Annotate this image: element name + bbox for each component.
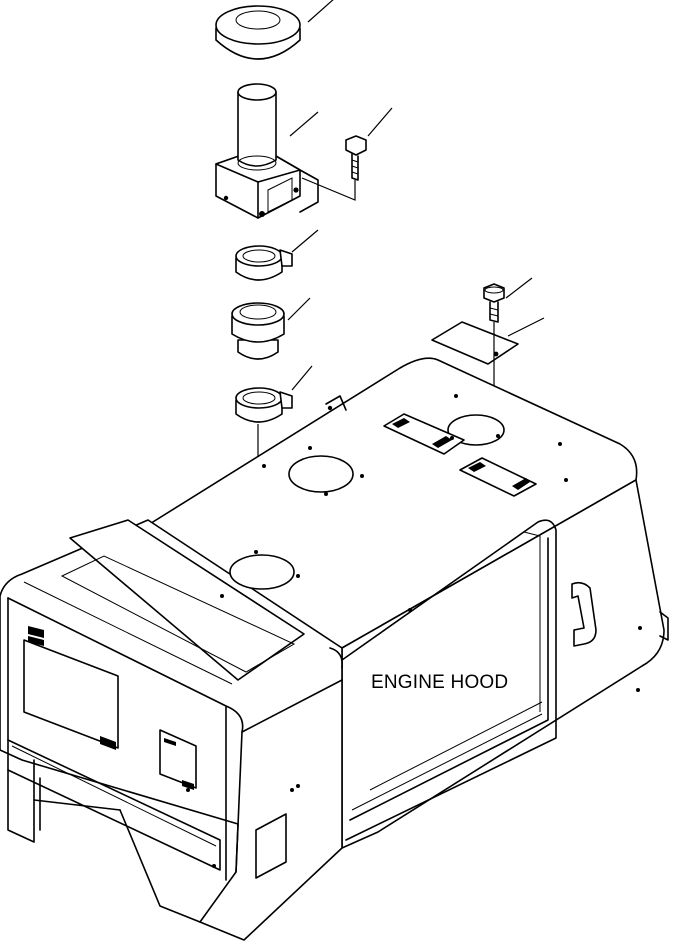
air-intake-cover [69,519,305,681]
clamp-upper [235,245,293,281]
leader-line-cover-plate [507,317,545,337]
leader-line-rain-cap [307,0,334,23]
top-port-left [288,455,354,493]
exhaust-connector [231,302,285,360]
leader-line-connector [287,297,311,321]
top-port-exhaust [229,554,295,590]
leader-line-exhaust-pipe [289,111,319,137]
rain-cap [215,5,301,60]
engine-hood-label: ENGINE HOOD [371,672,509,693]
leader-line-lower-clamp [291,365,313,391]
leader-line-cover-bolt [505,277,533,299]
leader-line-upper-clamp [291,229,319,253]
exhaust-pipe-assembly [215,83,319,219]
inspection-cover-plate [431,321,519,365]
cover-bolt [483,283,505,323]
top-port-right [447,414,505,446]
bolt-axis-line [301,177,356,201]
clamp-lower [235,387,293,423]
engine-hood [0,357,669,941]
leader-line-upper-bolt [367,107,393,137]
flange-bolt-upper [345,135,367,181]
